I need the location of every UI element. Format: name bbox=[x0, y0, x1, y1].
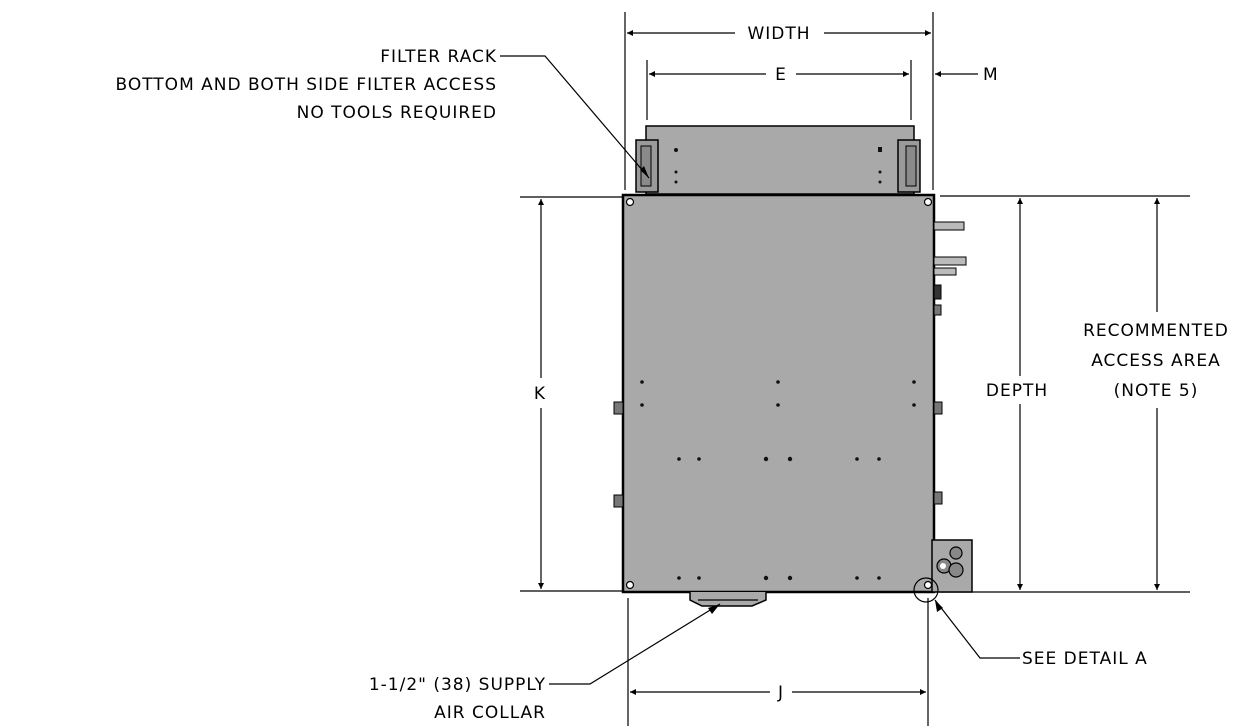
filter-access-label: BOTTOM AND BOTH SIDE FILTER ACCESS bbox=[115, 75, 497, 95]
filter-rack bbox=[635, 125, 921, 195]
access-area-line-1: RECOMMENTED bbox=[1083, 321, 1229, 341]
fastener-dots bbox=[640, 380, 916, 581]
dimension-lines bbox=[538, 30, 1160, 695]
filter-rack-label: FILTER RACK bbox=[380, 47, 497, 67]
supply-collar-line-1: 1-1/2" (38) SUPPLY bbox=[369, 675, 546, 695]
access-area-line-2: ACCESS AREA bbox=[1091, 351, 1221, 371]
k-label: K bbox=[534, 384, 546, 404]
see-detail-label: SEE DETAIL A bbox=[1022, 649, 1148, 669]
unit-body bbox=[613, 193, 973, 594]
access-area-line-3: (NOTE 5) bbox=[1114, 381, 1199, 401]
depth-label: DEPTH bbox=[986, 381, 1048, 401]
leader-lines bbox=[500, 55, 1020, 685]
supply-air-collar bbox=[689, 592, 767, 607]
no-tools-label: NO TOOLS REQUIRED bbox=[297, 103, 497, 123]
extension-lines bbox=[520, 12, 1190, 726]
supply-collar-line-2: AIR COLLAR bbox=[434, 703, 546, 723]
detail-a-circle bbox=[913, 577, 939, 603]
m-label: M bbox=[983, 65, 999, 85]
j-label: J bbox=[777, 683, 784, 703]
width-label: WIDTH bbox=[747, 24, 810, 44]
e-label: E bbox=[775, 65, 787, 85]
